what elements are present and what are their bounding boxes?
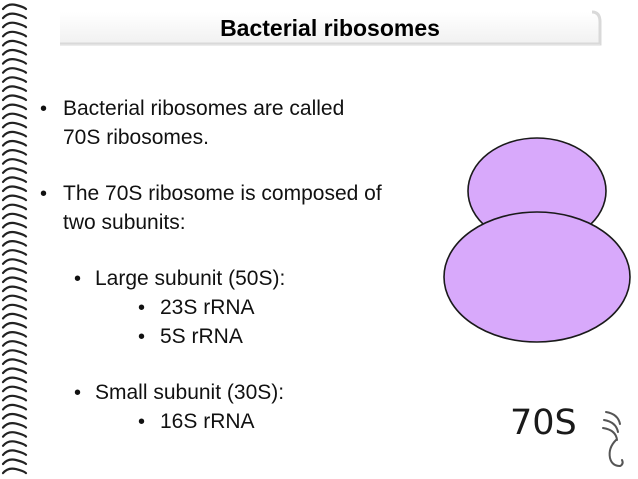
binding-coil: [1, 112, 28, 120]
binding-coil: [1, 358, 28, 365]
binding-coil: [1, 331, 28, 338]
binding-coil: [1, 267, 28, 274]
binding-coil: [1, 422, 28, 429]
binding-coil: [1, 385, 28, 393]
bullet-2-line-2: two subunits:: [63, 211, 186, 234]
binding-coil: [1, 412, 28, 420]
binding-coil: [1, 340, 28, 347]
binding-coil: [1, 240, 28, 247]
spiral-binding: [1, 3, 28, 475]
binding-coil: [1, 249, 28, 256]
binding-coil: [1, 85, 28, 92]
component-23s-rrna: 23S rRNA: [160, 296, 255, 319]
binding-coil: [1, 212, 28, 220]
bullet-marker: •: [40, 98, 48, 120]
binding-coil: [1, 449, 28, 456]
binding-coil: [1, 394, 28, 402]
binding-coil: [1, 458, 28, 466]
binding-coil: [1, 149, 28, 156]
binding-coil: [1, 48, 28, 56]
bullet-marker: •: [40, 183, 48, 205]
bullet-2-line-1: The 70S ribosome is composed of: [63, 182, 382, 205]
ribosome-label: 70S: [510, 403, 577, 443]
binding-coil: [1, 321, 28, 329]
binding-coil: [1, 185, 28, 193]
component-bullet-marker: •: [138, 411, 146, 433]
binding-coil: [1, 130, 28, 138]
binding-coil: [1, 367, 28, 375]
binding-coil: [1, 176, 28, 183]
small-subunit-label: Small subunit (30S):: [95, 381, 285, 404]
binding-coil: [1, 139, 28, 147]
binding-coil: [1, 303, 28, 311]
binding-coil: [1, 39, 28, 47]
binding-coil: [1, 194, 28, 202]
binding-coil: [1, 294, 28, 302]
binding-coil: [1, 30, 28, 38]
binding-coil: [1, 230, 28, 238]
binding-coil: [1, 276, 28, 284]
binding-coil: [1, 440, 28, 447]
binding-coil: [1, 349, 28, 356]
component-bullet-marker: •: [138, 326, 146, 348]
binding-coil: [1, 76, 28, 83]
component-5s-rrna: 5S rRNA: [160, 325, 243, 348]
sub-bullet-marker: •: [74, 268, 82, 290]
binding-coil: [1, 376, 28, 384]
binding-coil: [1, 403, 28, 411]
binding-coil: [1, 158, 28, 165]
binding-coil: [1, 58, 28, 65]
binding-coil: [1, 103, 28, 111]
sub-bullet-marker: •: [74, 382, 82, 404]
large-subunit-shape: [443, 211, 631, 343]
binding-coil: [1, 431, 28, 438]
binding-coil: [1, 167, 28, 174]
binding-coil: [1, 312, 28, 320]
component-bullet-marker: •: [138, 297, 146, 319]
bullet-1-line-1: Bacterial ribosomes are called: [63, 97, 345, 120]
large-subunit-label: Large subunit (50S):: [95, 267, 286, 290]
decorative-swirl-icon: [602, 411, 624, 467]
ribosome-diagram: [443, 137, 631, 343]
slide-title: Bacterial ribosomes: [220, 15, 440, 41]
bullet-1-line-2: 70S ribosomes.: [63, 126, 209, 149]
title-bar: Bacterial ribosomes: [58, 10, 602, 46]
binding-coil: [1, 94, 28, 102]
binding-coil: [1, 3, 28, 11]
binding-coil: [1, 121, 28, 129]
binding-coil: [1, 203, 28, 211]
title-bar-frame: [60, 10, 602, 46]
binding-coil: [1, 467, 28, 475]
binding-coil: [1, 67, 28, 74]
binding-coil: [1, 285, 28, 293]
binding-coil: [1, 12, 28, 20]
binding-coil: [1, 21, 28, 29]
binding-coil: [1, 221, 28, 229]
binding-coil: [1, 258, 28, 265]
component-16s-rrna: 16S rRNA: [160, 410, 255, 433]
